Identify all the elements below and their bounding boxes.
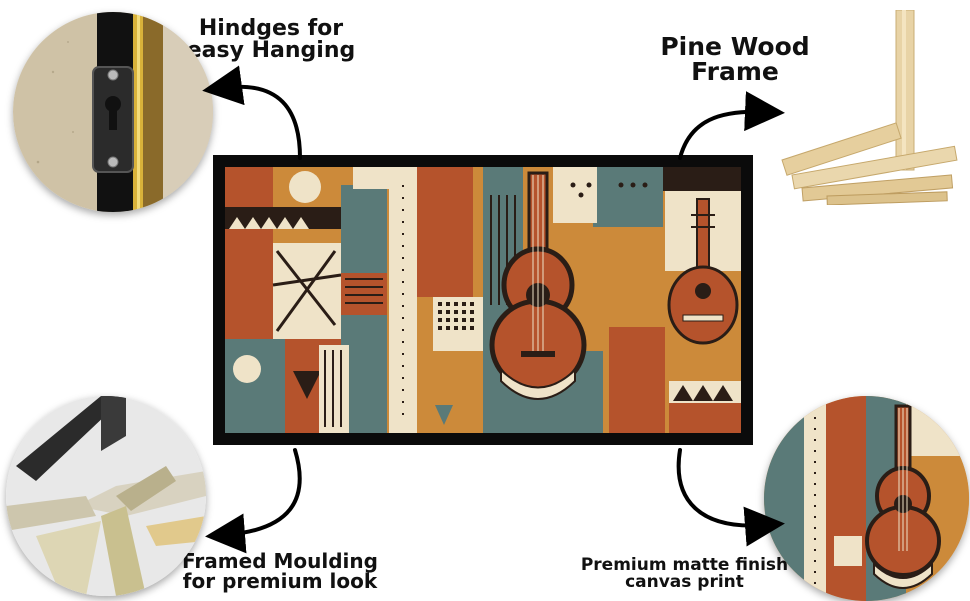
matte-finish-label: Premium matte finish canvas print xyxy=(572,557,797,591)
keyhole-hanger-icon xyxy=(92,66,134,173)
canvas-guitar-icon xyxy=(865,404,941,589)
arrow-to-canvas xyxy=(676,448,785,547)
hinges-label-line-2: easy Hanging xyxy=(186,38,356,63)
small-guitar-icon xyxy=(667,198,739,345)
moulding-label: Framed Moulding for premium look xyxy=(180,551,380,591)
guitar-icon xyxy=(489,171,587,400)
pine-wood-frame-image xyxy=(772,9,962,206)
hinge-closeup-image xyxy=(13,12,213,212)
canvas-closeup-image xyxy=(764,396,969,601)
pine-frame-label-line-1: Pine Wood xyxy=(660,32,810,61)
moulding-closeup-image xyxy=(6,396,206,596)
matte-finish-label-line-1: Premium matte finish xyxy=(580,555,789,575)
moulding-label-line-2: for premium look xyxy=(182,569,378,593)
hinge-closeup xyxy=(13,12,213,212)
hinges-label-line-1: Hindges for xyxy=(198,16,344,41)
arrow-to-pine-frame xyxy=(678,91,785,160)
moulding-label-line-1: Framed Moulding xyxy=(182,549,378,573)
artwork-canvas xyxy=(225,167,741,433)
moulding-closeup xyxy=(6,396,206,596)
pine-frame-label-line-2: Frame xyxy=(691,57,779,86)
hinges-label: Hindges for easy Hanging xyxy=(186,18,356,62)
framed-artwork xyxy=(213,155,753,445)
arrow-to-moulding xyxy=(205,448,302,554)
canvas-closeup xyxy=(764,396,969,601)
matte-finish-label-line-2: canvas print xyxy=(625,572,744,592)
arrow-to-hinges xyxy=(202,65,302,160)
pine-frame-label: Pine Wood Frame xyxy=(645,34,825,84)
